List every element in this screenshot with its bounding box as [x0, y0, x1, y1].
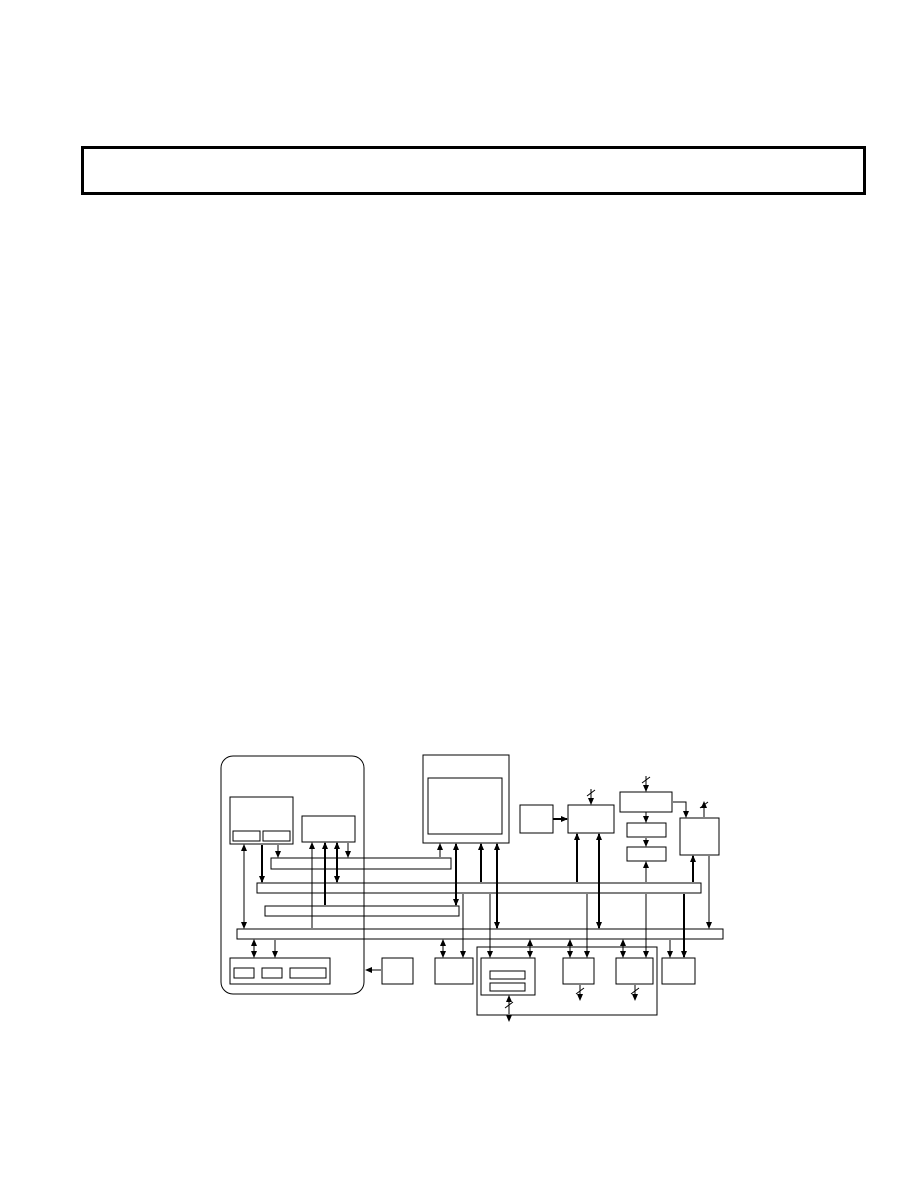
block-stack-2	[626, 846, 667, 862]
block-mid	[567, 804, 615, 834]
memory-subblock-2	[261, 967, 283, 979]
cpu-module-enclosure	[220, 755, 365, 995]
display-inner	[427, 777, 503, 835]
block-far-right	[679, 817, 720, 856]
memory-subblock-3	[289, 967, 327, 979]
block-bottom-6	[661, 957, 696, 985]
memory-block	[229, 957, 331, 985]
slash-mark	[504, 1001, 514, 1009]
block-bottom-3-sub-2	[489, 982, 526, 992]
processor-subblock-2	[262, 830, 291, 842]
block-bottom-3	[480, 957, 536, 996]
controller-block	[301, 815, 356, 843]
bus-2	[256, 882, 702, 894]
block-small-left	[519, 804, 554, 834]
slash-mark	[699, 801, 709, 809]
bus-1	[270, 857, 452, 870]
slash-mark	[630, 987, 640, 995]
block-bottom-5	[615, 957, 654, 985]
processor-subblock-1	[232, 830, 261, 842]
slash-mark	[641, 776, 651, 784]
block-stack-1	[626, 822, 667, 838]
slash-mark	[586, 789, 596, 797]
block-bottom-3-sub-1	[489, 970, 526, 980]
block-bottom-4	[562, 957, 595, 985]
processor-block	[229, 796, 294, 845]
bus-4	[236, 928, 724, 940]
block-top-right	[619, 791, 673, 813]
display-outer	[422, 754, 510, 844]
slash-mark	[575, 987, 585, 995]
bus-3	[264, 905, 460, 917]
io-enclosure	[476, 946, 658, 1016]
title-banner	[81, 146, 866, 195]
block-bottom-1	[381, 957, 414, 985]
block-bottom-2	[434, 957, 474, 985]
link-top-far-right	[673, 801, 689, 818]
memory-subblock-1	[233, 967, 255, 979]
